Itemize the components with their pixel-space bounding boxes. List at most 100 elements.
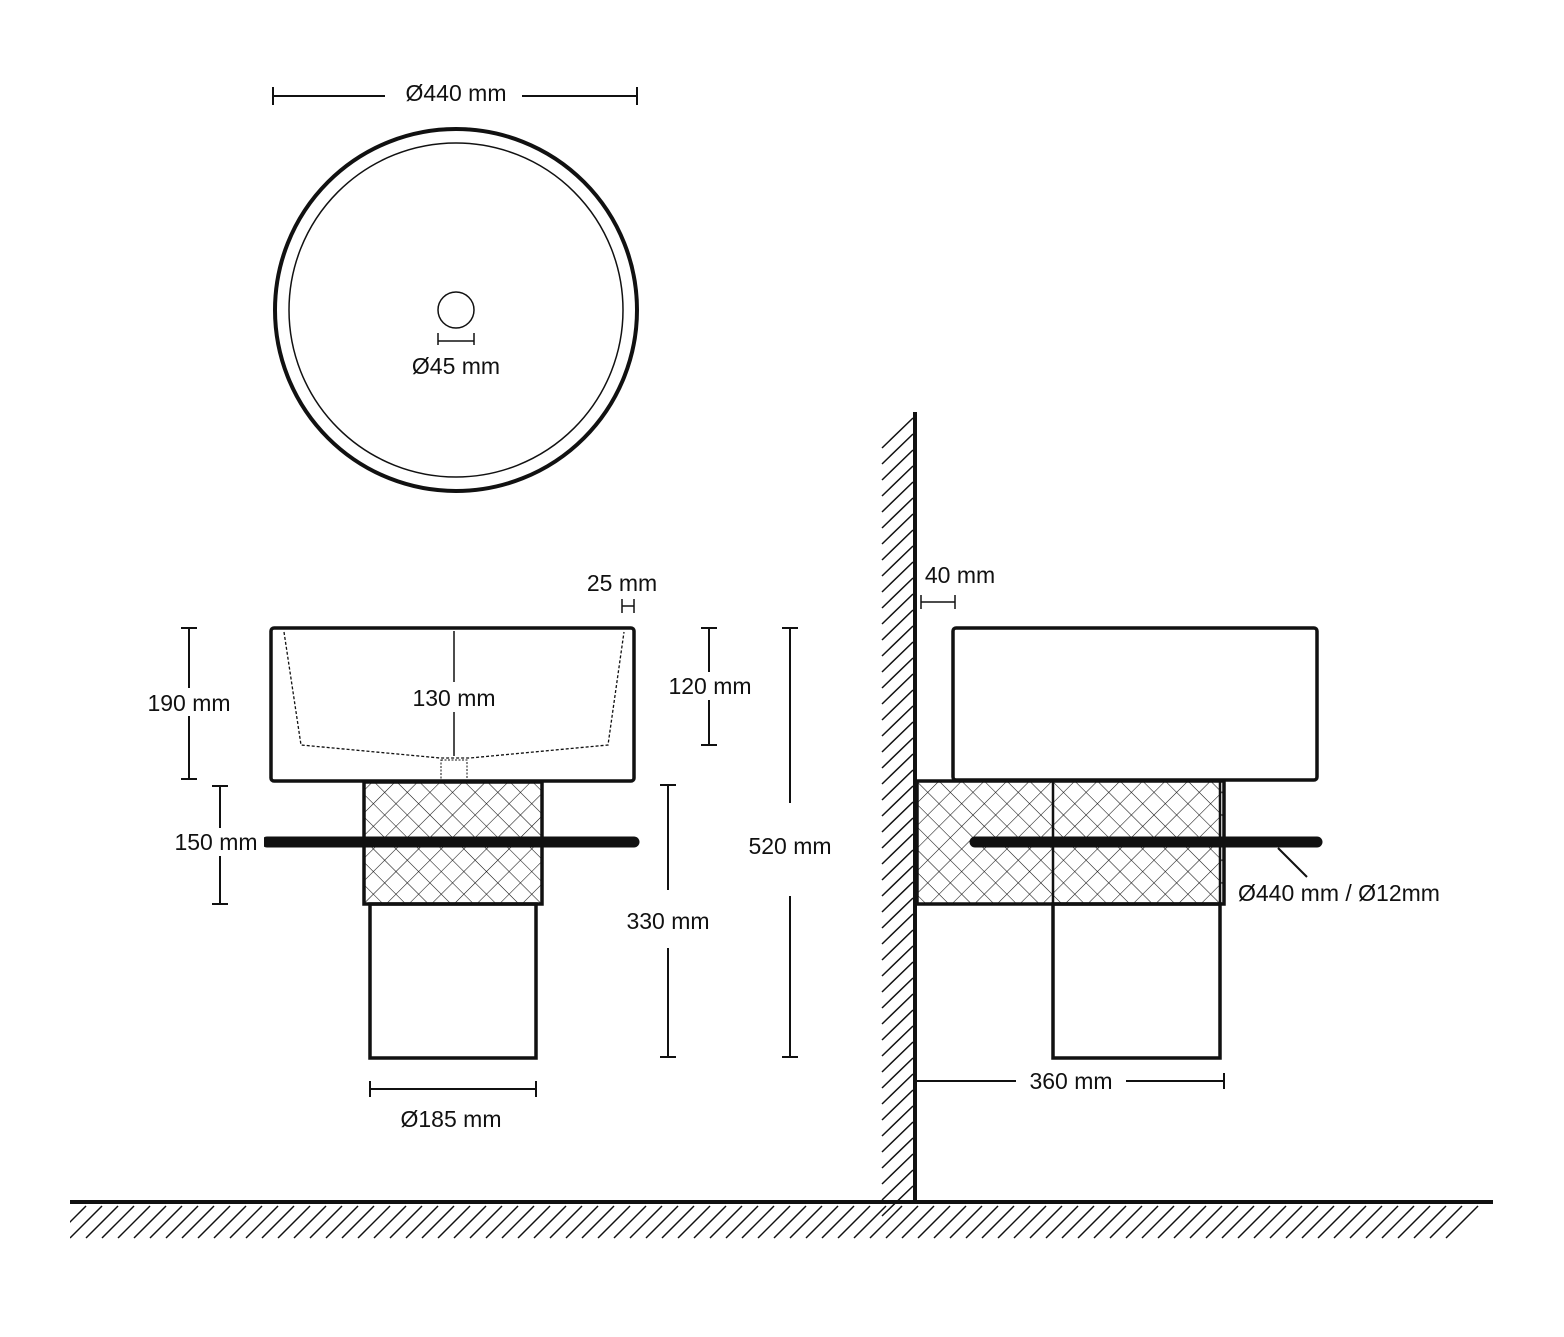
floor-hatch-mark [725,1205,759,1239]
floor-hatch-mark [197,1205,231,1239]
floor-hatch-mark [741,1205,775,1239]
wall-hatch-mark [881,1153,914,1185]
floor-hatch-mark [949,1205,983,1239]
basin-inner-circle [288,142,624,478]
front-view: 130 mm 25 mm Ø185 mm 190 mm [140,570,832,1132]
wall-hatch-mark [881,593,914,625]
wall-hatch-mark [881,417,914,449]
floor-hatch-mark [533,1205,567,1239]
floor-hatch-mark [1285,1205,1319,1239]
floor-hatch-mark [181,1205,215,1239]
floor-hatch-mark [1381,1205,1415,1239]
floor-hatch-mark [853,1205,887,1239]
drain-circle [437,291,475,329]
floor [70,1200,1493,1239]
floor-hatch-mark [613,1205,647,1239]
floor-hatch-mark [133,1205,167,1239]
floor-hatch-mark [1413,1205,1447,1239]
wall-hatch-mark [881,625,914,657]
wall-hatch-mark [881,1169,914,1201]
wall-hatch-mark [881,497,914,529]
basin-height-dimension: 190 mm [140,627,238,780]
floor-hatch-mark [1093,1205,1127,1239]
floor-hatch-mark [581,1205,615,1239]
floor-hatch-mark [933,1205,967,1239]
wall-hatch-mark [881,433,914,465]
top-diameter-dimension: Ø440 mm [272,80,638,106]
floor-hatch-mark [1077,1205,1111,1239]
basin-inner-profile [283,631,625,759]
floor-hatch-mark [629,1205,663,1239]
wall-hatch-mark [881,609,914,641]
pedestal-diameter-label: Ø185 mm [401,1106,502,1132]
wall-hatch-mark [881,993,914,1025]
floor-hatch-mark [165,1205,199,1239]
floor-hatch-mark [901,1205,935,1239]
wall-hatch-mark [881,1009,914,1041]
floor-hatch-mark [1445,1205,1479,1239]
wall-hatch-mark [881,481,914,513]
floor-hatch-mark [389,1205,423,1239]
floor-hatch-mark [1013,1205,1047,1239]
floor-hatch-mark [469,1205,503,1239]
floor-hatch-mark [917,1205,951,1239]
floor-hatch-mark [357,1205,391,1239]
floor-hatch-mark [1045,1205,1079,1239]
collar-height-dimension: 150 mm [168,785,264,905]
floor-hatch-mark [597,1205,631,1239]
pedestal-height-label: 330 mm [626,908,709,934]
collar-height-label: 150 mm [174,829,257,855]
floor-hatch-mark [213,1205,247,1239]
wall-hatch-mark [881,465,914,497]
wall [881,412,917,1217]
top-view: Ø440 mm Ø45 mm [272,80,639,493]
floor-hatch-mark [70,1205,87,1224]
wall-hatch-mark [881,769,914,801]
wall-hatch-mark [881,785,914,817]
floor-hatch-mark [789,1205,823,1239]
floor-hatch-mark [1317,1205,1351,1239]
wall-hatch-mark [881,1073,914,1105]
floor-hatch-mark [117,1205,151,1239]
floor-hatch-mark [405,1205,439,1239]
wall-hatch-mark [881,865,914,897]
floor-hatch-mark [757,1205,791,1239]
pedestal-front [368,902,538,1060]
wall-hatch-mark [881,1089,914,1121]
floor-hatch-mark [565,1205,599,1239]
floor-hatch-mark [805,1205,839,1239]
floor-hatch-mark [373,1205,407,1239]
floor-hatch-mark [1157,1205,1191,1239]
floor-hatch-mark [661,1205,695,1239]
wall-hatch-mark [881,657,914,689]
wall-hatch-mark [881,913,914,945]
wall-projection-dimension: 360 mm [917,1068,1225,1094]
wall-hatch-mark [881,961,914,993]
pedestal-diameter-dimension: Ø185 mm [369,1081,537,1132]
wall-hatch-mark [881,561,914,593]
rim-thickness-dimension: 25 mm [587,570,657,613]
drain-dimension: Ø45 mm [412,333,500,379]
total-height-dimension: 520 mm [748,627,832,1058]
wall-hatch-mark [881,529,914,561]
top-diameter-label: Ø440 mm [406,80,507,106]
wall-hatch-mark [881,977,914,1009]
floor-hatch-mark [453,1205,487,1239]
wall-gap-label: 40 mm [925,562,995,588]
floor-hatch-mark [1301,1205,1335,1239]
wall-hatch-mark [881,513,914,545]
floor-hatch-mark [325,1205,359,1239]
floor-hatch-mark [1029,1205,1063,1239]
rim-thickness-label: 25 mm [587,570,657,596]
wall-hatch-mark [881,881,914,913]
drain-fitting [440,759,468,781]
floor-hatch-mark [885,1205,919,1239]
floor-hatch-mark [437,1205,471,1239]
basin-depth-inner-label: 120 mm [668,673,751,699]
floor-hatch-mark [1429,1205,1463,1239]
basin-depth-inner-dimension: 120 mm [662,627,758,746]
wall-hatch-mark [881,673,914,705]
floor-hatch-mark [277,1205,311,1239]
wall-hatch-mark [881,833,914,865]
floor-hatch-mark [1173,1205,1207,1239]
